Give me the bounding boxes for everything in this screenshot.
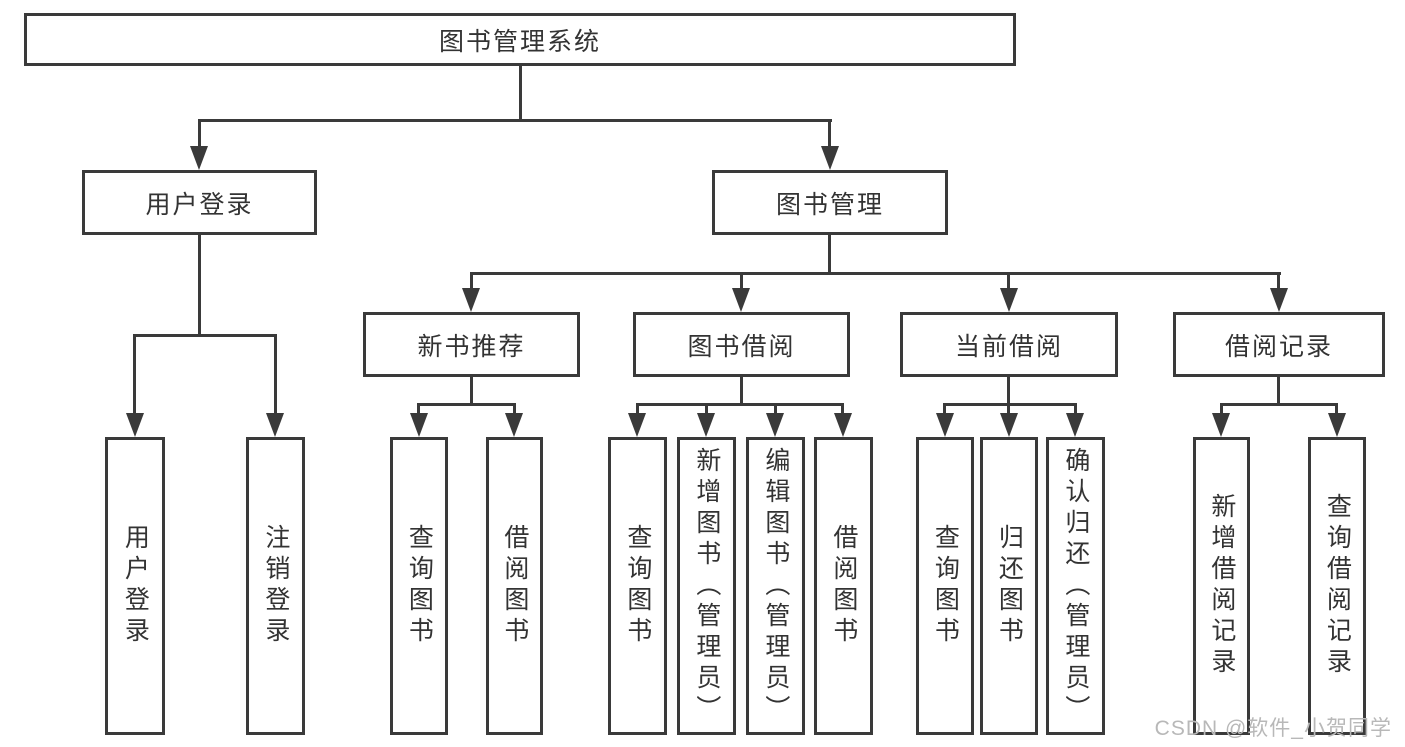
connector-line [198, 235, 201, 335]
connector-line [828, 235, 831, 274]
node-book-borrow: 图书借阅 [633, 312, 850, 377]
arrow-down-icon [766, 413, 784, 437]
connector-line [418, 403, 516, 406]
leaf-query-books-recommend: 查询图书 [390, 437, 448, 735]
connector-line [470, 272, 1281, 275]
node-label: 借阅记录 [1224, 332, 1333, 361]
leaf-add-books-admin: 新增图书（管理员） [677, 437, 736, 735]
connector-line [740, 377, 743, 404]
node-new-book-recommend: 新书推荐 [363, 312, 580, 377]
leaf-logout: 注销登录 [246, 437, 305, 735]
connector-line [1007, 377, 1010, 404]
leaf-label: 确认归还（管理员） [1061, 446, 1090, 726]
leaf-label: 借阅图书 [500, 524, 529, 648]
connector-line [636, 403, 844, 406]
leaf-query-books-borrow: 查询图书 [608, 437, 667, 735]
arrow-down-icon [1066, 413, 1084, 437]
connector-line [198, 119, 832, 122]
leaf-label: 借阅图书 [829, 524, 858, 648]
node-root-system: 图书管理系统 [24, 13, 1016, 66]
arrow-down-icon [1328, 413, 1346, 437]
leaf-query-books-current: 查询图书 [916, 437, 974, 735]
connector-line [1007, 403, 1010, 415]
node-label: 当前借阅 [954, 332, 1063, 361]
connector-line [943, 403, 946, 415]
connector-line [274, 334, 277, 415]
connector-line [740, 272, 743, 290]
connector-line [1277, 272, 1280, 290]
connector-line [1220, 403, 1223, 415]
node-label: 图书管理 [775, 190, 884, 219]
leaf-edit-books-admin: 编辑图书（管理员） [746, 437, 805, 735]
connector-line [944, 403, 1077, 406]
node-current-borrow: 当前借阅 [900, 312, 1118, 377]
leaf-user-login: 用户登录 [105, 437, 165, 735]
leaf-confirm-return-admin: 确认归还（管理员） [1046, 437, 1105, 735]
connector-line [828, 119, 831, 148]
leaf-label: 查询图书 [623, 524, 652, 648]
leaf-label: 编辑图书（管理员） [761, 446, 790, 726]
leaf-label: 查询图书 [405, 524, 434, 648]
leaf-borrow-books: 借阅图书 [814, 437, 873, 735]
connector-line [1007, 272, 1010, 290]
connector-line [513, 403, 516, 415]
arrow-down-icon [821, 146, 839, 170]
arrow-down-icon [505, 413, 523, 437]
node-label: 图书借阅 [687, 332, 796, 361]
leaf-return-books: 归还图书 [980, 437, 1038, 735]
node-label: 图书管理系统 [438, 27, 601, 56]
connector-line [1277, 377, 1280, 404]
arrow-down-icon [628, 413, 646, 437]
arrow-down-icon [410, 413, 428, 437]
connector-line [1074, 403, 1077, 415]
node-label: 用户登录 [145, 190, 254, 219]
arrow-down-icon [732, 288, 750, 312]
connector-line [1220, 403, 1338, 406]
leaf-query-borrow-record: 查询借阅记录 [1308, 437, 1366, 735]
connector-line [1335, 403, 1338, 415]
leaf-label: 新增图书（管理员） [692, 446, 721, 726]
arrow-down-icon [1000, 413, 1018, 437]
node-borrow-records: 借阅记录 [1173, 312, 1385, 377]
leaf-label: 新增借阅记录 [1207, 493, 1236, 679]
connector-line [417, 403, 420, 415]
arrow-down-icon [834, 413, 852, 437]
connector-line [774, 403, 777, 415]
leaf-label: 归还图书 [995, 524, 1024, 648]
leaf-label: 注销登录 [261, 524, 290, 648]
watermark: CSDN @软件_小贺同学 [1154, 717, 1392, 740]
arrow-down-icon [462, 288, 480, 312]
connector-line [841, 403, 844, 415]
arrow-down-icon [190, 146, 208, 170]
arrow-down-icon [1212, 413, 1230, 437]
node-label: 新书推荐 [417, 332, 526, 361]
connector-line [470, 272, 473, 290]
leaf-label: 用户登录 [121, 524, 150, 648]
connector-line [133, 334, 136, 415]
arrow-down-icon [266, 413, 284, 437]
arrow-down-icon [1000, 288, 1018, 312]
node-user-login: 用户登录 [82, 170, 317, 235]
connector-line [519, 66, 522, 121]
arrow-down-icon [697, 413, 715, 437]
connector-line [470, 377, 473, 404]
node-book-management: 图书管理 [712, 170, 948, 235]
connector-line [705, 403, 708, 415]
connector-line [636, 403, 639, 415]
leaf-add-borrow-record: 新增借阅记录 [1193, 437, 1250, 735]
leaf-label: 查询借阅记录 [1323, 493, 1352, 679]
connector-line [198, 119, 201, 148]
leaf-borrow-books-recommend: 借阅图书 [486, 437, 543, 735]
arrow-down-icon [936, 413, 954, 437]
leaf-label: 查询图书 [931, 524, 960, 648]
arrow-down-icon [126, 413, 144, 437]
arrow-down-icon [1270, 288, 1288, 312]
connector-line [133, 334, 277, 337]
